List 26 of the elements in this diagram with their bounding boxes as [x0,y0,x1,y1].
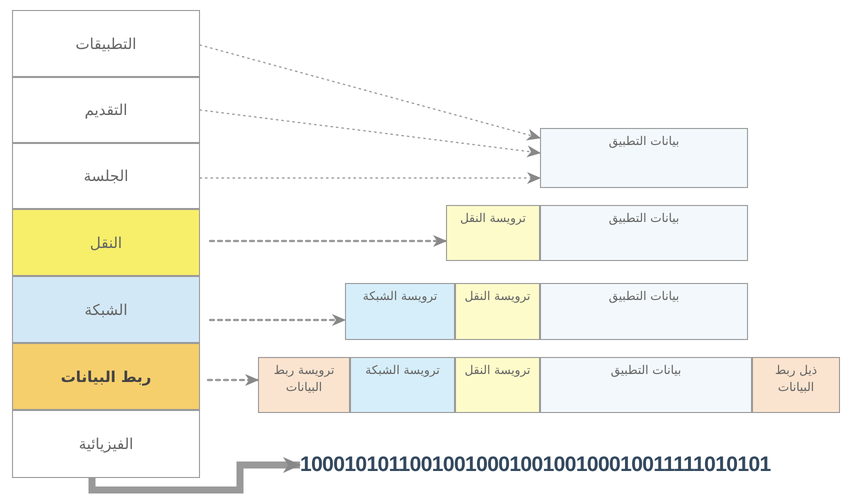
layer-box: الشبكة [12,276,200,343]
frame-field: ترويسة النقل [455,283,540,340]
arrow [199,44,541,140]
frame-field: ترويسة النقل [455,357,540,413]
frame-field: بيانات التطبيق [540,205,748,261]
frame-field: بيانات التطبيق [540,128,748,188]
arrow [199,109,541,158]
frame-field: ترويسة النقل [446,205,540,261]
frame-field: ترويسة الشبكة [345,283,455,340]
frame-field: ترويسة ربط البيانات [258,357,350,413]
layer-box: النقل [12,209,200,276]
arrow [208,235,448,247]
layer-box: التطبيقات [12,10,200,77]
arrow [88,457,301,494]
layer-box: الفيزيائية [12,410,200,478]
frame-field: بيانات التطبيق [540,283,748,340]
layer-box: الجلسة [12,143,200,209]
layer-box: ربط البيانات [12,343,200,410]
frame-field: ترويسة الشبكة [350,357,455,413]
bit-stream: 1000101011001001000100100100010011111010101 [300,450,840,480]
arrow [206,374,260,386]
layer-box: التقديم [12,77,200,143]
arrow [199,172,541,184]
frame-field: بيانات التطبيق [540,357,752,413]
arrow [208,314,346,326]
frame-field: ذيل ربط البيانات [752,357,840,413]
